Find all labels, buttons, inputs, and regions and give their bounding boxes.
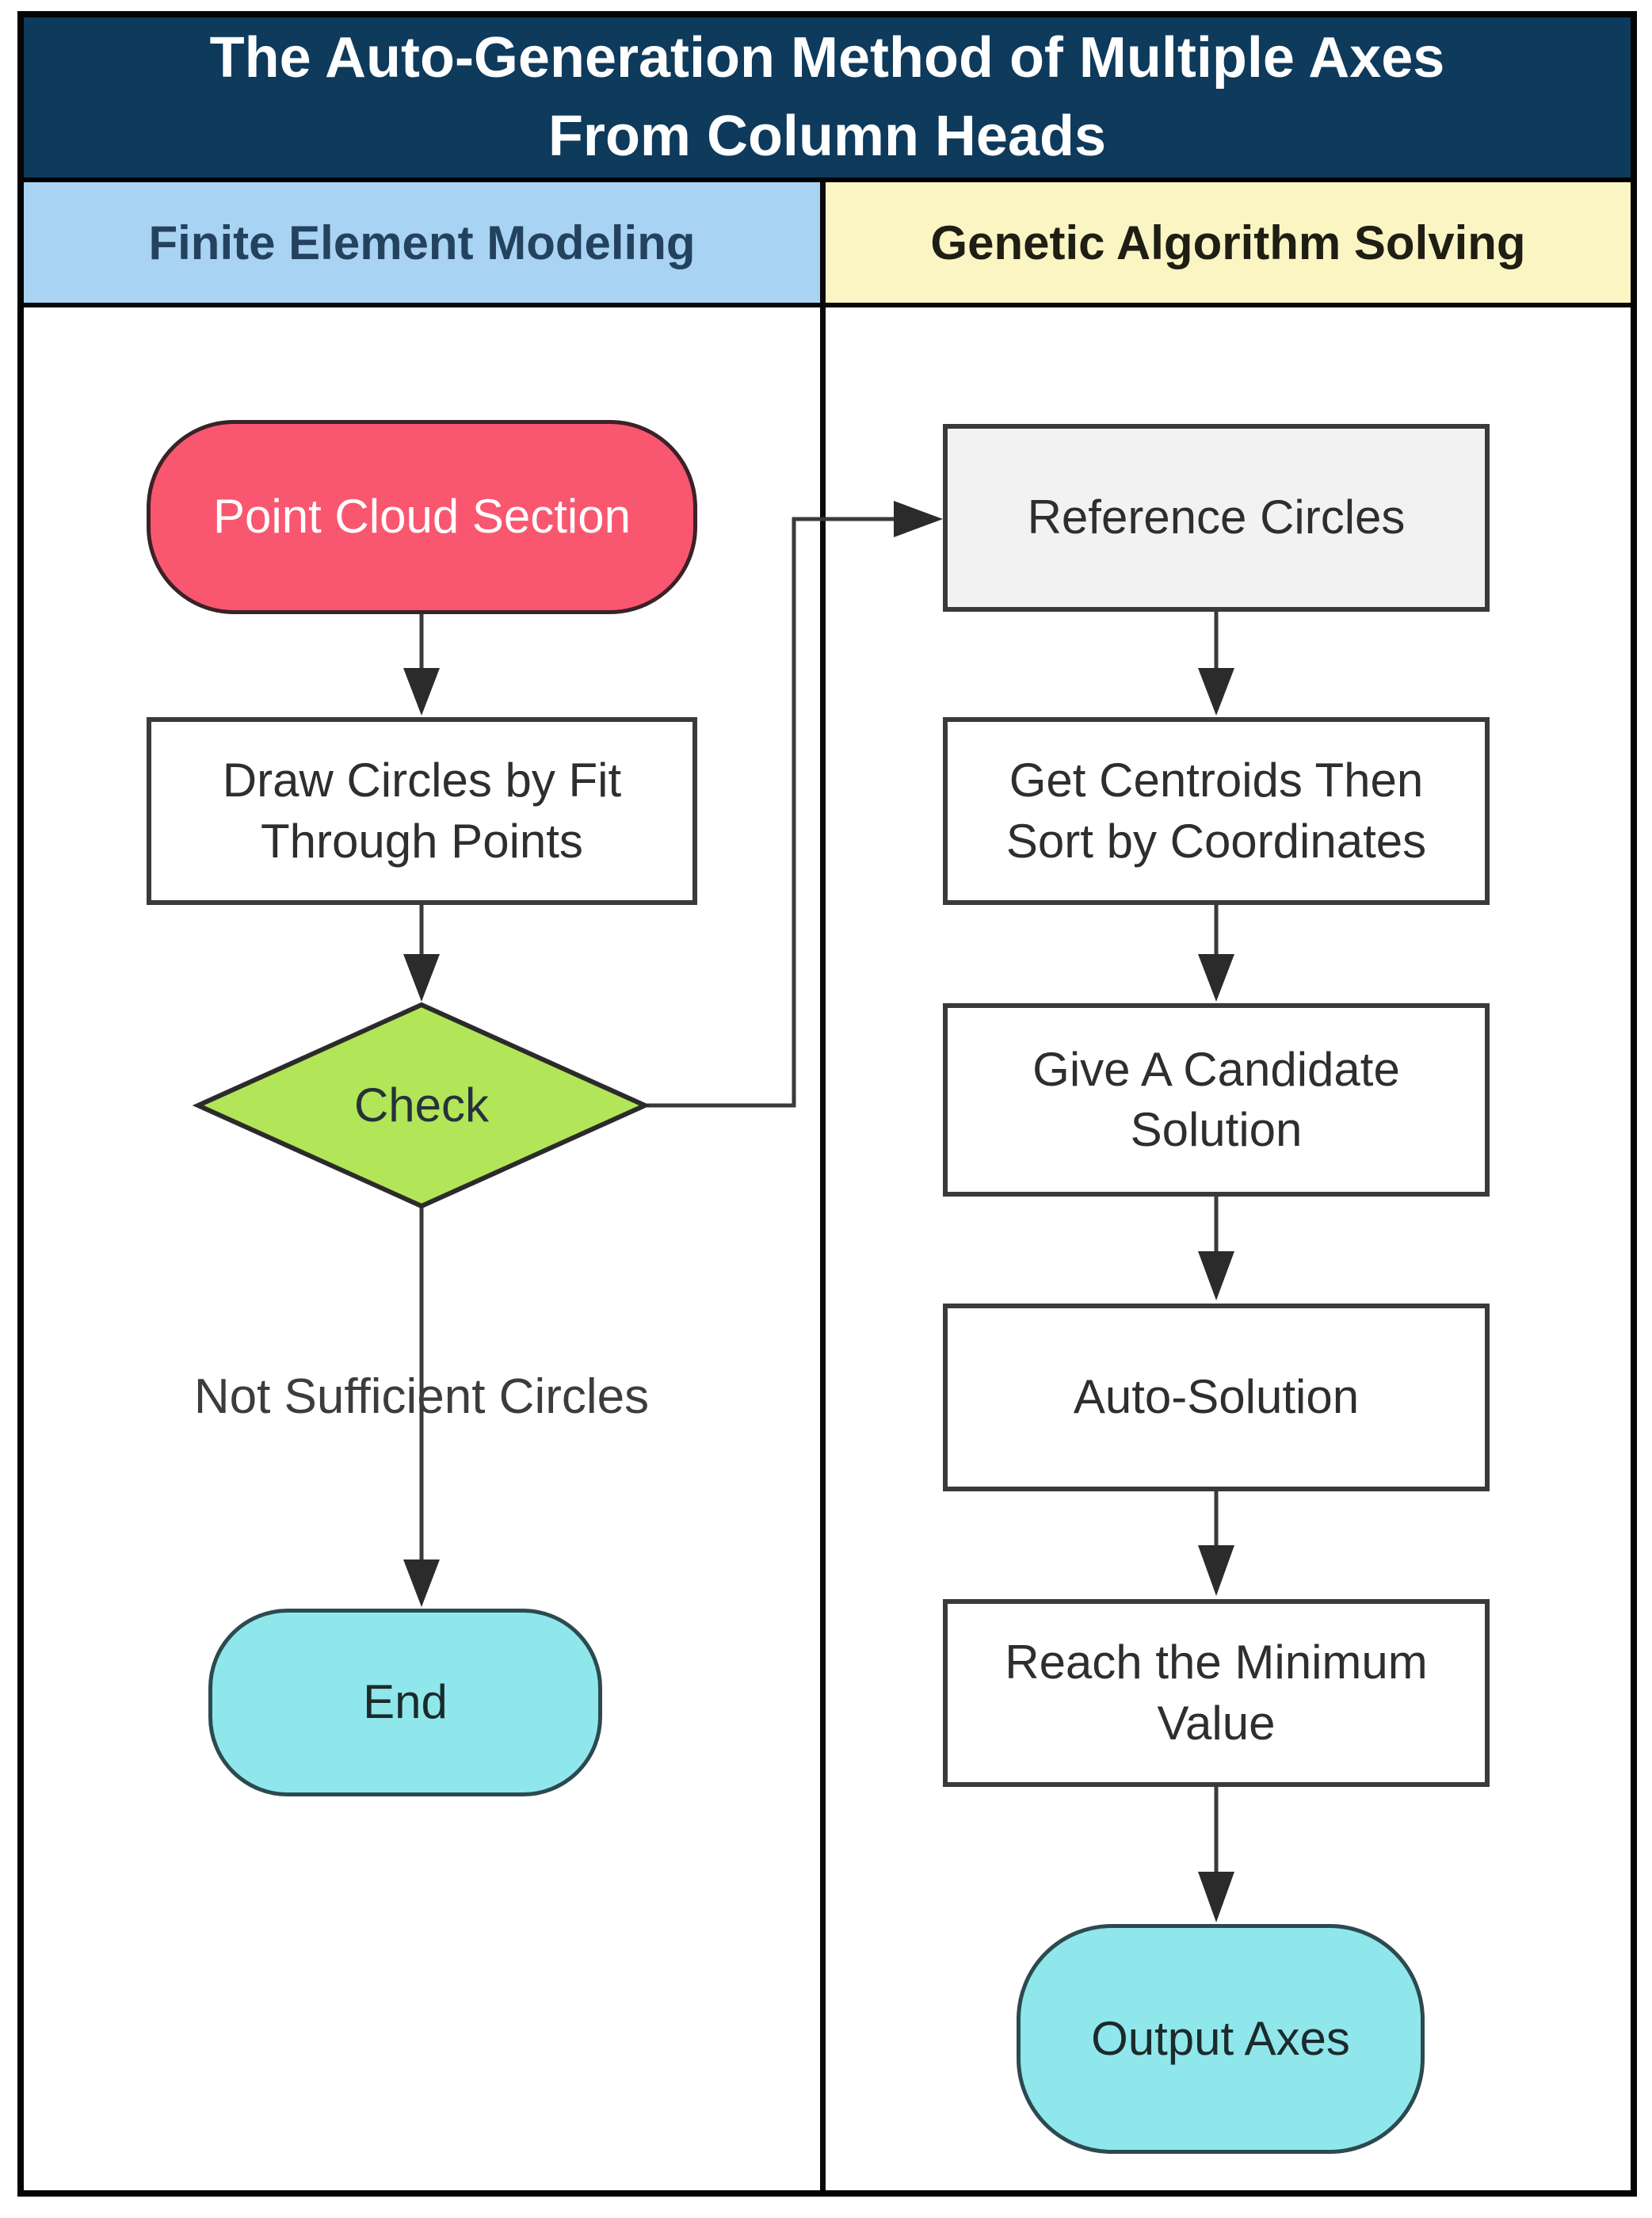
node-reference-circles-label: Reference Circles: [1027, 491, 1406, 544]
node-auto-solution-label: Auto-Solution: [1073, 1370, 1360, 1424]
header-right-label: Genetic Algorithm Solving: [930, 216, 1526, 269]
node-give-candidate-solution: Give A Candidate Solution: [943, 1003, 1490, 1197]
node-get-centroids: Get Centroids Then Sort by Coordinates: [943, 717, 1490, 905]
node-get-centroids-label: Get Centroids Then Sort by Coordinates: [1005, 754, 1427, 868]
connector-check-referencecircles: [645, 517, 894, 1108]
node-point-cloud-section-label: Point Cloud Section: [213, 490, 631, 544]
node-reference-circles: Reference Circles: [943, 424, 1490, 612]
title-line-1: The Auto-Generation Method of Multiple A…: [209, 25, 1445, 90]
node-reach-minimum-value: Reach the Minimum Value: [943, 1599, 1490, 1787]
arrowhead-reachmin-outputaxes: [1198, 1872, 1234, 1922]
edge-label-not-sufficient-circles: Not Sufficient Circles: [105, 1369, 738, 1425]
node-end: End: [208, 1609, 602, 1796]
edge-label-text: Not Sufficient Circles: [193, 1369, 650, 1424]
arrowhead-check-end: [403, 1559, 440, 1607]
node-output-axes-label: Output Axes: [1091, 2011, 1350, 2065]
node-check-label: Check: [353, 1078, 490, 1132]
header-finite-element-modeling: Finite Element Modeling: [24, 182, 820, 307]
arrowhead-check-referencecircles: [894, 501, 943, 537]
title-line-2: From Column Heads: [547, 105, 1107, 168]
column-header-row: Finite Element Modeling Genetic Algorith…: [24, 182, 1631, 307]
arrowhead-drawcircles-check: [403, 954, 440, 1002]
arrowhead-autosolution-reachmin: [1198, 1545, 1234, 1596]
arrowhead-reference-centroids: [1198, 668, 1234, 716]
header-genetic-algorithm-solving: Genetic Algorithm Solving: [826, 182, 1631, 307]
node-draw-circles-label: Draw Circles by Fit Through Points: [222, 754, 622, 868]
arrowhead-pointcloud-drawcircles: [403, 668, 440, 716]
header-left-label: Finite Element Modeling: [148, 216, 696, 269]
title-bar: The Auto-Generation Method of Multiple A…: [24, 17, 1631, 182]
node-give-candidate-solution-label: Give A Candidate Solution: [1032, 1042, 1400, 1156]
node-point-cloud-section: Point Cloud Section: [147, 420, 697, 614]
node-check-label-box: Check: [198, 1005, 645, 1206]
arrowhead-centroids-candidate: [1198, 954, 1234, 1002]
arrowhead-candidate-autosolution: [1198, 1251, 1234, 1300]
node-auto-solution: Auto-Solution: [943, 1304, 1490, 1491]
node-reach-minimum-value-label: Reach the Minimum Value: [1005, 1636, 1428, 1750]
column-divider-line: [820, 182, 826, 2190]
node-output-axes: Output Axes: [1017, 1924, 1425, 2154]
node-end-label: End: [363, 1675, 448, 1729]
decision-diamond-check: [192, 1002, 651, 1209]
node-draw-circles: Draw Circles by Fit Through Points: [147, 717, 697, 905]
